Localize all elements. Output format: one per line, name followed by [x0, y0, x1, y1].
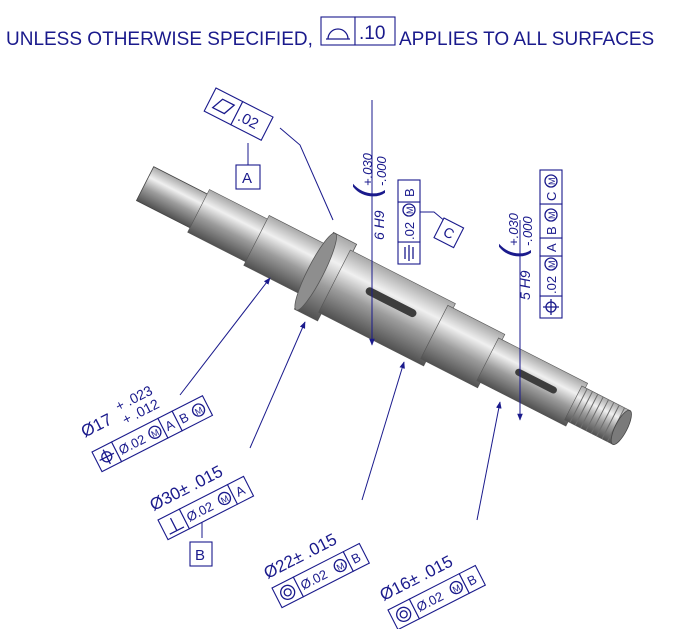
- keyway-large-datum: B: [402, 188, 417, 197]
- thread-end-face: [610, 409, 632, 445]
- fcf-keyway-large: .02 M B: [397, 179, 421, 265]
- callout-flatness: .02: [203, 87, 274, 141]
- note-prefix: UNLESS OTHERWISE SPECIFIED,: [6, 29, 313, 50]
- perpendicularity-icon: [169, 517, 185, 535]
- callout-keyway-large: 6 H9 ( +.030 -.000: [348, 152, 389, 240]
- svg-text:M: M: [193, 405, 204, 417]
- datum-a-label: A: [235, 164, 261, 190]
- profile-of-surface-icon: [326, 28, 350, 40]
- leader-dia16: [476, 401, 502, 521]
- keyway-small-tol-upper: +.030: [506, 212, 521, 246]
- datum-c-label: C: [433, 217, 465, 249]
- leader-dia30: [249, 321, 306, 449]
- collar-face: [294, 232, 337, 311]
- svg-text:M: M: [547, 178, 557, 186]
- keyway-large: [365, 287, 417, 318]
- parallelogram-flatness-icon: [211, 98, 236, 115]
- svg-text:M: M: [335, 560, 346, 572]
- leader-datum-c: [420, 211, 447, 223]
- svg-text:M: M: [451, 582, 462, 594]
- svg-text:B: B: [544, 226, 559, 235]
- thread-lines: [569, 388, 626, 442]
- keyway-large-tolerance: .02: [402, 222, 417, 240]
- callout-keyway-small: 5 H9 ( +.030 -.000: [494, 212, 535, 300]
- keyway-large-tol-lower: -.000: [374, 156, 389, 186]
- leader-dia17: [179, 277, 271, 396]
- keyway-small-tol-lower: -.000: [520, 216, 535, 246]
- callout-dia30: Ø30± .015 Ø.02 M A: [147, 462, 255, 541]
- svg-text:A: A: [242, 170, 252, 187]
- svg-text:M: M: [405, 207, 415, 215]
- leader-dia22: [361, 361, 405, 501]
- datum-b-label: B: [189, 541, 213, 567]
- callout-dia16: Ø16± .015 Ø.02 M B: [377, 552, 487, 629]
- svg-text:B: B: [195, 547, 205, 564]
- svg-text:M: M: [547, 212, 557, 220]
- svg-text:M: M: [150, 427, 161, 439]
- shaft-part: [135, 166, 632, 445]
- concentricity-icon: [280, 584, 296, 601]
- fcf-keyway-small: .02 M A B M C M: [539, 169, 563, 319]
- dia17-dimension: Ø17: [78, 410, 115, 442]
- svg-text:M: M: [547, 261, 557, 269]
- callout-dia22: Ø22± .015 Ø.02 M B: [261, 530, 371, 609]
- keyway-small: [515, 368, 557, 394]
- keyway-large-width: 6 H9: [371, 210, 387, 240]
- callout-dia17: Ø17 + .023 + .012 Ø.02 M A B M: [78, 382, 214, 473]
- position-icon: [543, 299, 559, 315]
- svg-text:A: A: [544, 243, 559, 252]
- svg-text:C: C: [544, 192, 559, 201]
- note-suffix: APPLIES TO ALL SURFACES: [399, 29, 654, 50]
- keyway-large-tol-upper: +.030: [360, 152, 375, 186]
- svg-text:M: M: [219, 493, 230, 505]
- note-feature-control-frame: [320, 16, 396, 46]
- note-tolerance: .10: [359, 23, 385, 44]
- concentricity-icon: [396, 606, 412, 623]
- mmc-modifier-icon: [402, 203, 416, 217]
- position-icon: [99, 449, 115, 465]
- svg-text:(: (: [348, 183, 386, 198]
- symmetry-icon: [404, 245, 414, 261]
- leader-flatness: [279, 127, 334, 221]
- keyway-small-width: 5 H9: [517, 270, 533, 300]
- svg-text:(: (: [494, 243, 532, 258]
- leader-lines: [179, 100, 523, 538]
- svg-text:.02: .02: [544, 276, 559, 294]
- general-note: UNLESS OTHERWISE SPECIFIED, .10 APPLIES …: [6, 16, 654, 50]
